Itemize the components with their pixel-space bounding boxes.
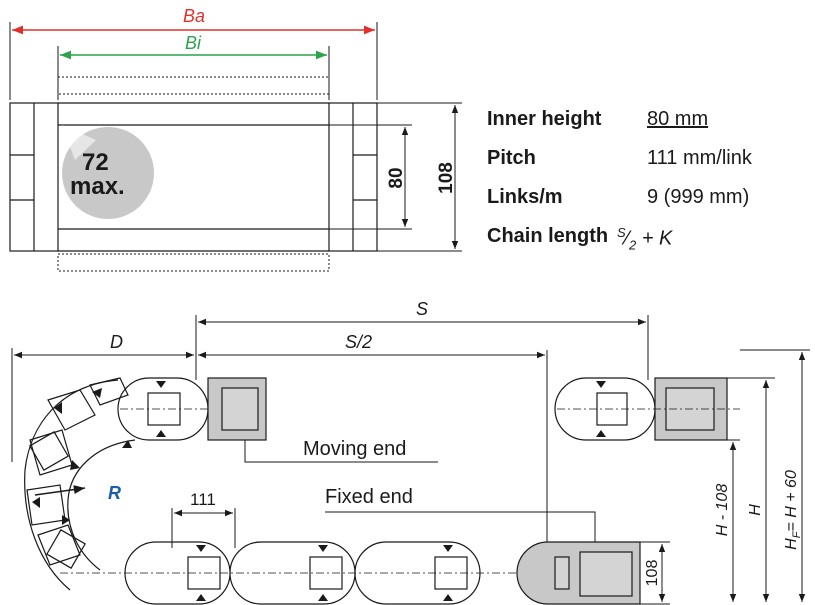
inner-height-dim-label: 80: [386, 167, 407, 188]
link-triangles: [32, 381, 606, 601]
inner-height-value: 80 mm: [647, 108, 709, 130]
pitch-value: 111 mm/link: [647, 147, 752, 169]
fixed-end-label: Fixed end: [325, 486, 413, 508]
top-view: [9, 22, 462, 272]
radius-pointer: [34, 485, 86, 496]
chain-length-s: S: [617, 225, 626, 240]
chain-length-den: 2: [629, 237, 637, 253]
moving-end-label: Moving end: [303, 438, 406, 460]
h-minus-108-label: H - 108: [714, 484, 731, 537]
hf-label: HF= H + 60: [783, 470, 803, 550]
ba-label: Ba: [183, 6, 205, 26]
h-label: H: [747, 504, 764, 516]
outer-height-dim-label: 108: [436, 162, 457, 194]
chain-length-tail: + K: [641, 227, 673, 250]
s-half-label: S/2: [345, 332, 372, 352]
max-value: 72: [82, 149, 109, 176]
chain-length-formula: S⁄2 + K: [617, 225, 673, 253]
bi-label: Bi: [185, 33, 202, 53]
chain-length-label: Chain length: [487, 225, 609, 247]
pitch-label: Pitch: [487, 147, 536, 169]
d-label: D: [110, 332, 123, 352]
crossbar-top-dotted: [57, 76, 330, 95]
links-label: Links/m: [487, 186, 563, 208]
inner-height-label: Inner height: [487, 108, 602, 130]
r-label: R: [108, 483, 121, 503]
max-suffix: max.: [70, 173, 125, 200]
crossbar-bottom-dotted: [57, 253, 330, 272]
height-108-label: 108: [644, 560, 661, 587]
max-width-badge: 72 max.: [62, 125, 154, 219]
s-label: S: [416, 299, 428, 319]
side-view: [11, 315, 810, 605]
links-value: 9 (999 mm): [647, 186, 750, 208]
pitch-dim-label: 111: [190, 490, 216, 509]
